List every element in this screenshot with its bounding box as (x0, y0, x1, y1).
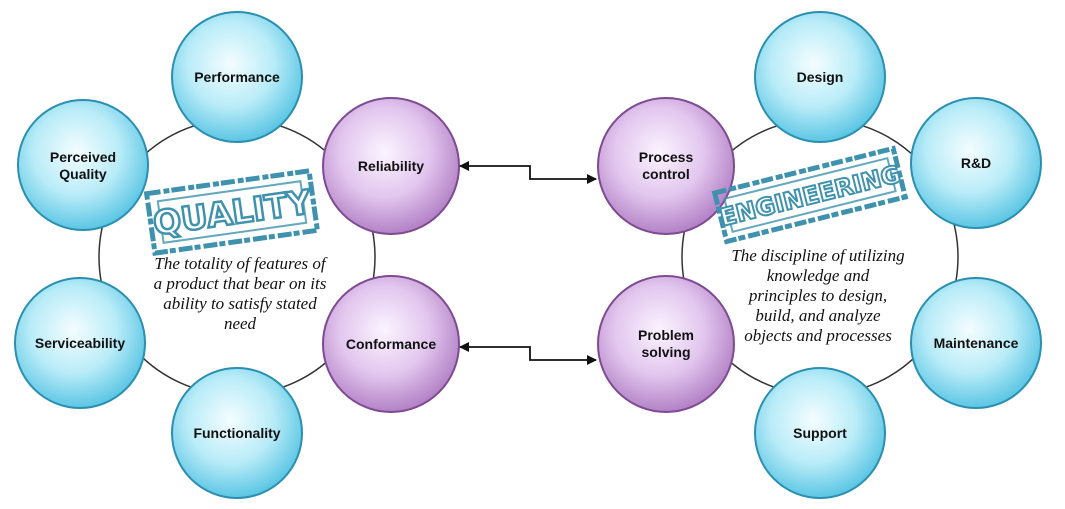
support-label: Support (793, 425, 847, 441)
process-control-node (597, 97, 735, 235)
process-control-label-line1: Process (639, 149, 694, 165)
design-label: Design (797, 69, 844, 85)
engineering-desc-line1: The discipline of utilizing (731, 246, 904, 265)
reliability-process-connector (459, 161, 597, 184)
problem-solving-label-line1: Problem (638, 327, 694, 343)
design-node (754, 11, 886, 143)
quality-desc-line4: need (224, 314, 257, 333)
engineering-desc-line5: objects and processes (744, 326, 892, 345)
engineering-desc-line2: knowledge and (767, 266, 870, 285)
performance-node (171, 11, 303, 143)
functionality-node (171, 367, 303, 499)
engineering-stamp: ENGINEERING (711, 145, 909, 245)
perceived-quality-node (17, 99, 149, 231)
perceived-quality-label-line1: Perceived (50, 149, 116, 165)
support-node (754, 367, 886, 499)
process-control-label-line2: control (642, 166, 689, 182)
rd-node (910, 97, 1042, 229)
reliability-label: Reliability (358, 158, 424, 174)
problem-solving-node (597, 275, 735, 413)
functionality-label: Functionality (193, 425, 280, 441)
maintenance-label: Maintenance (934, 335, 1019, 351)
maintenance-node (910, 277, 1042, 409)
performance-label: Performance (194, 69, 280, 85)
quality-group: Performance Perceived Quality Serviceabi… (14, 11, 460, 499)
quality-desc-line1: The totality of features of (154, 254, 328, 273)
serviceability-label: Serviceability (35, 335, 125, 351)
quality-desc-line2: a product that bear on its (154, 274, 327, 293)
problem-solving-label-line2: solving (641, 344, 690, 360)
quality-stamp: QUALITY (143, 168, 321, 256)
engineering-desc-line3: principles to design, (748, 286, 887, 305)
perceived-quality-label-line2: Quality (59, 166, 107, 182)
engineering-group: Design R&D Maintenance Support Process c… (597, 11, 1042, 499)
engineering-desc-line4: build, and analyze (755, 306, 881, 325)
conformance-problem-connector (459, 342, 597, 365)
quality-desc-line3: ability to satisfy stated (163, 294, 317, 313)
serviceability-node (14, 277, 146, 409)
rd-label: R&D (961, 155, 991, 171)
conformance-label: Conformance (346, 336, 436, 352)
